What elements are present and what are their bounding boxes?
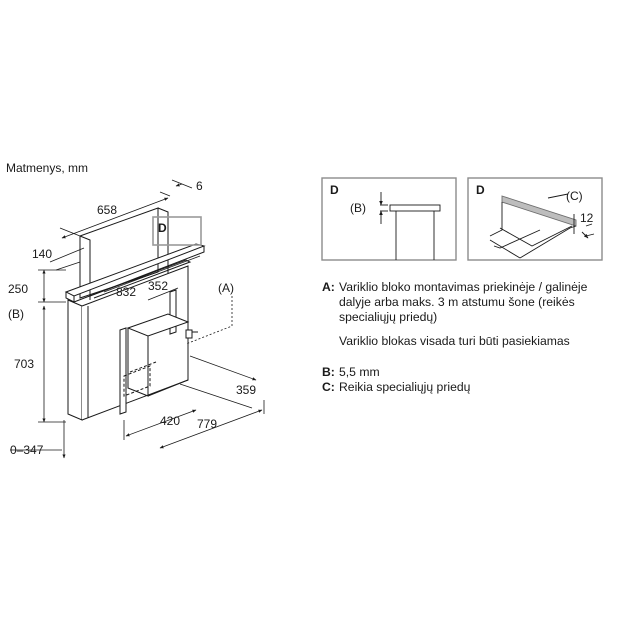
dim-250: 250	[8, 282, 28, 296]
dim-832: 832	[116, 285, 136, 299]
detail-left-callout-b: (B)	[350, 201, 366, 215]
dimension-lines	[10, 179, 265, 459]
detail-right-callout-c: (C)	[566, 189, 583, 203]
note-c: C: Reikia specialiųjų priedų	[322, 380, 612, 395]
dim-140: 140	[32, 247, 52, 261]
note-c-key: C:	[322, 380, 335, 394]
note-a-text: Variklio bloko montavimas priekinėje / g…	[339, 280, 588, 324]
note-a-extra-text: Variklio blokas visada turi būti pasieki…	[339, 334, 570, 348]
callout-b-main: (B)	[8, 307, 24, 321]
housing-front	[67, 299, 83, 421]
dim-0-347: 0–347	[10, 443, 44, 457]
dim-703: 703	[14, 357, 34, 371]
detail-marker-label: D	[158, 221, 167, 235]
note-b-key: B:	[322, 365, 335, 379]
dim-359: 359	[236, 383, 256, 397]
notes-block: A: Variklio bloko montavimas priekinėje …	[322, 280, 612, 395]
detail-left-title: D	[330, 183, 339, 197]
detail-right: D (C) 12	[467, 177, 603, 261]
note-a-key: A:	[322, 280, 335, 294]
note-c-text: Reikia specialiųjų priedų	[339, 380, 471, 394]
note-b-text: 5,5 mm	[339, 365, 380, 379]
callout-a-main: (A)	[218, 281, 234, 295]
detail-right-title: D	[476, 183, 485, 197]
dim-6: 6	[196, 179, 203, 193]
dim-352: 352	[148, 279, 168, 293]
duct-left	[119, 327, 127, 415]
note-b: B: 5,5 mm	[322, 365, 612, 380]
note-a: A: Variklio bloko montavimas priekinėje …	[322, 280, 612, 325]
dim-779: 779	[197, 417, 217, 431]
dim-420: 420	[160, 414, 180, 428]
main-view	[64, 207, 206, 421]
detail-left: D (B)	[321, 177, 457, 261]
note-a-extra: Variklio blokas visada turi būti pasieki…	[322, 334, 612, 349]
page-title: Matmenys, mm	[6, 161, 88, 175]
detail-right-dim-12: 12	[580, 211, 594, 225]
dim-658: 658	[97, 203, 117, 217]
